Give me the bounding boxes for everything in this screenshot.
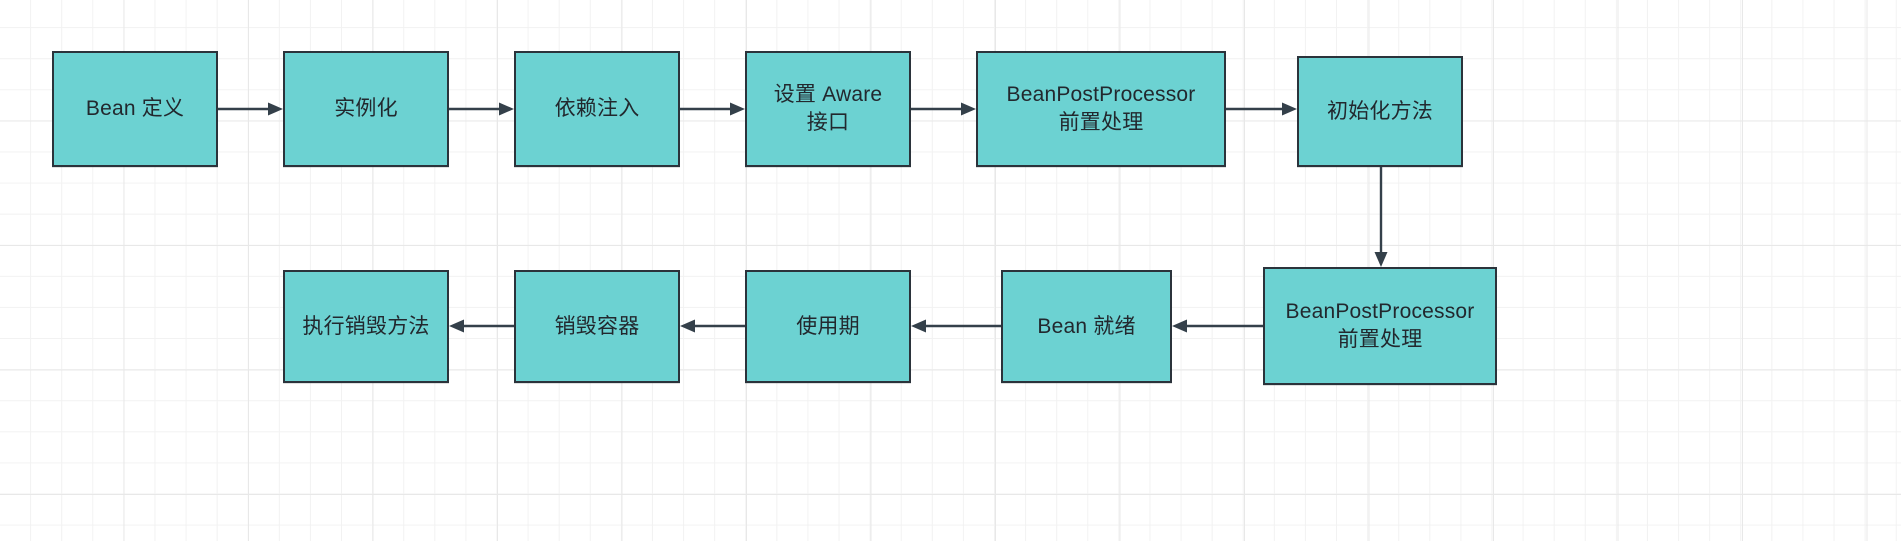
- edge-dependency-injection-to-set-aware-interface: [680, 102, 745, 116]
- node-usage-period[interactable]: 使用期: [745, 270, 911, 383]
- node-set-aware-interface[interactable]: 设置 Aware 接口: [745, 51, 911, 167]
- node-dependency-injection[interactable]: 依赖注入: [514, 51, 680, 167]
- node-bpp-before-top[interactable]: BeanPostProcessor 前置处理: [976, 51, 1226, 167]
- node-init-method[interactable]: 初始化方法: [1297, 56, 1463, 167]
- edge-bean-ready-to-usage-period: [911, 319, 1001, 333]
- node-execute-destroy-method[interactable]: 执行销毁方法: [283, 270, 449, 383]
- edge-bpp-before-bottom-to-bean-ready: [1172, 319, 1263, 333]
- edge-usage-period-to-destroy-container: [680, 319, 745, 333]
- edge-set-aware-interface-to-bpp-before-top: [911, 102, 976, 116]
- node-bpp-before-bottom[interactable]: BeanPostProcessor 前置处理: [1263, 267, 1497, 385]
- node-bean-ready[interactable]: Bean 就绪: [1001, 270, 1172, 383]
- edge-init-method-to-bpp-before-bottom: [1374, 167, 1388, 267]
- edge-bpp-before-top-to-init-method: [1226, 102, 1297, 116]
- node-destroy-container[interactable]: 销毁容器: [514, 270, 680, 383]
- node-instantiation[interactable]: 实例化: [283, 51, 449, 167]
- edge-instantiation-to-dependency-injection: [449, 102, 514, 116]
- edge-destroy-container-to-execute-destroy-method: [449, 319, 514, 333]
- edge-bean-definition-to-instantiation: [218, 102, 283, 116]
- node-bean-definition[interactable]: Bean 定义: [52, 51, 218, 167]
